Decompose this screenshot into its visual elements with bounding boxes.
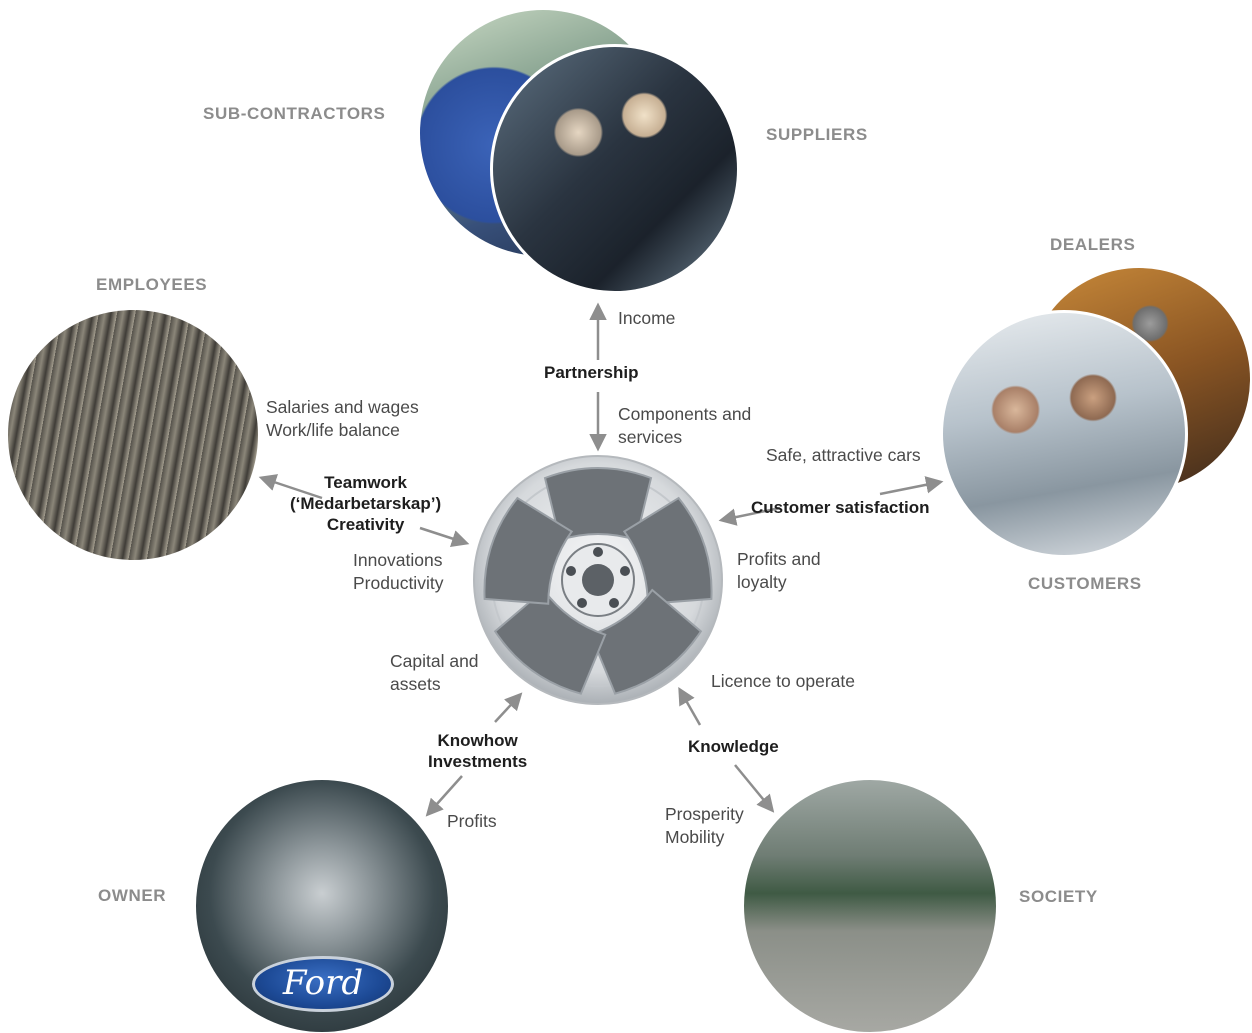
loyalty-line-1: Profits and xyxy=(737,549,821,569)
capital-line-2: assets xyxy=(390,674,441,694)
prosperity-text: Prosperity Mobility xyxy=(665,803,744,849)
loyalty-line-2: loyalty xyxy=(737,572,787,592)
income-text: Income xyxy=(618,308,676,328)
innovations-text: Innovations Productivity xyxy=(353,549,443,595)
society-photo xyxy=(744,780,996,1032)
profits-arrow xyxy=(425,775,463,817)
wheel-icon xyxy=(473,455,723,705)
salaries-arrow xyxy=(258,474,323,500)
dealers-label: DEALERS xyxy=(1050,235,1136,254)
cars-text: Safe, attractive cars xyxy=(766,445,921,465)
ford-logo: Ford xyxy=(252,956,394,1012)
salaries-text: Salaries and wages Work/life balance xyxy=(266,396,419,442)
knowledge-text: Knowledge xyxy=(688,737,779,756)
customer-satisfaction-text: Customer satisfaction xyxy=(751,498,930,517)
licence-text: Licence to operate xyxy=(711,671,855,691)
capital-arrow xyxy=(494,692,523,723)
loyalty-arrow xyxy=(718,506,781,526)
profits-text: Profits xyxy=(447,811,497,831)
teamwork-line-1: Teamwork xyxy=(324,473,407,492)
prosperity-line-2: Mobility xyxy=(665,827,725,847)
capital-line-1: Capital and xyxy=(390,651,479,671)
knowhow-line-1: Knowhow xyxy=(437,731,518,750)
salaries-line-1: Salaries and wages xyxy=(266,397,419,417)
components-text: Components and services xyxy=(618,403,751,449)
owner-label: OWNER xyxy=(98,886,167,905)
teamwork-line-2: (‘Medarbetarskap’) xyxy=(290,494,442,513)
suppliers-photo xyxy=(490,44,740,294)
customers-photo xyxy=(940,310,1188,558)
loyalty-text: Profits and loyalty xyxy=(737,548,821,594)
innovations-line-1: Innovations xyxy=(353,550,443,570)
customers-label: CUSTOMERS xyxy=(1028,574,1142,593)
sub-contractors-label: SUB-CONTRACTORS xyxy=(203,104,386,123)
components-line-1: Components and xyxy=(618,404,752,424)
innovations-line-2: Productivity xyxy=(353,573,444,593)
knowhow-text: Knowhow Investments xyxy=(428,730,527,772)
prosperity-arrow xyxy=(734,764,775,813)
partnership-text: Partnership xyxy=(544,363,639,382)
prosperity-line-1: Prosperity xyxy=(665,804,744,824)
teamwork-line-3: Creativity xyxy=(326,515,405,534)
salaries-line-2: Work/life balance xyxy=(266,420,400,440)
employees-label: EMPLOYEES xyxy=(96,275,208,294)
components-line-2: services xyxy=(618,427,683,447)
innovations-arrow xyxy=(419,526,470,547)
teamwork-text: Teamwork (‘Medarbetarskap’) Creativity xyxy=(290,472,441,535)
capital-text: Capital and assets xyxy=(390,650,479,696)
cars-arrow xyxy=(879,476,944,496)
employees-photo xyxy=(8,310,258,560)
society-label: SOCIETY xyxy=(1019,887,1098,906)
knowhow-line-2: Investments xyxy=(428,752,528,771)
licence-arrow xyxy=(678,686,702,726)
suppliers-label: SUPPLIERS xyxy=(766,125,868,144)
